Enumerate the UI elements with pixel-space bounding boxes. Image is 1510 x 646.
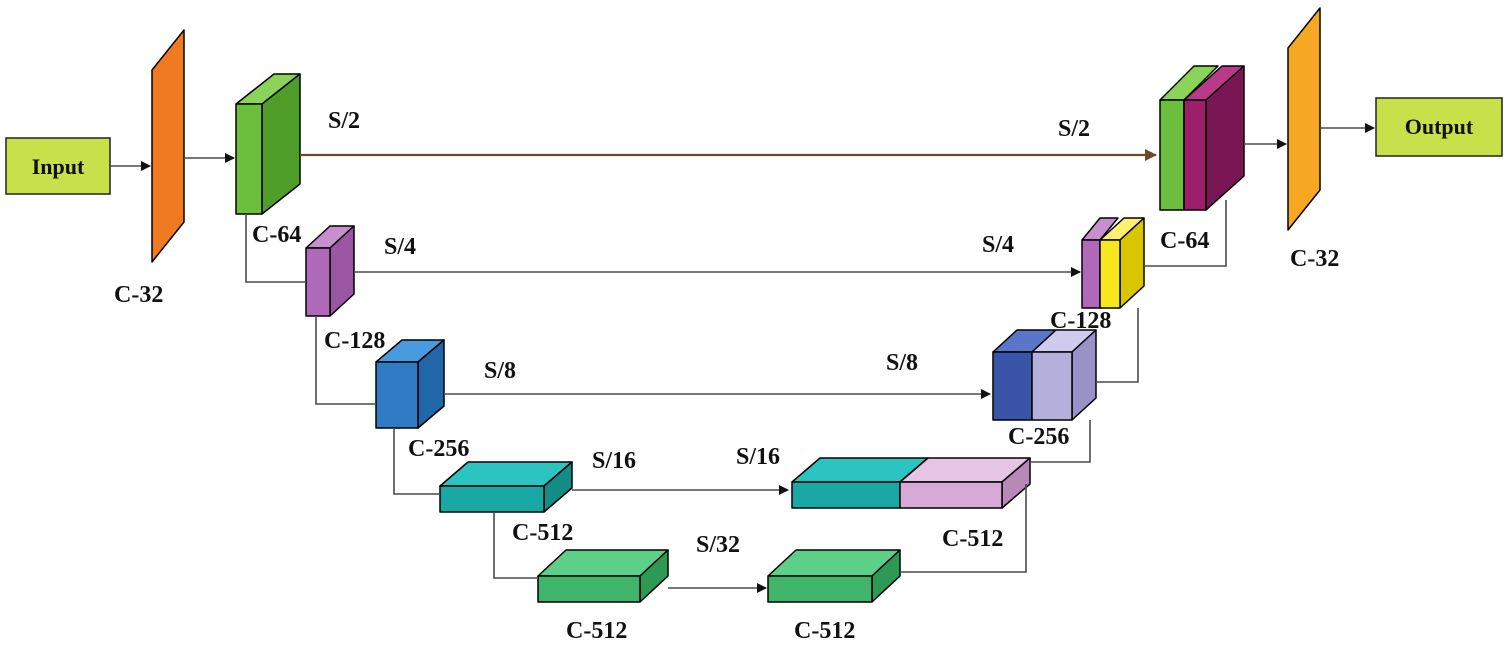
label-s4-left: S/4: [384, 234, 416, 260]
label-s8-right: S/8: [886, 350, 918, 376]
label-dec-c256: C-256: [1008, 424, 1069, 450]
output-box: Output: [1375, 97, 1503, 157]
encoder-c128-block: [305, 225, 355, 317]
label-s8-left: S/8: [484, 358, 516, 384]
skip-connections: [300, 149, 1157, 593]
decoder-c64-block: [1159, 65, 1245, 211]
decoder-c512-block: [791, 457, 1031, 509]
flow-edges: [110, 123, 1375, 171]
label-dec-c512: C-512: [942, 526, 1003, 552]
label-dec-c64: C-64: [1160, 228, 1209, 254]
bottleneck-left-block: [537, 549, 669, 603]
decoder-c128-block: [1081, 217, 1145, 309]
input-label: Input: [32, 154, 85, 179]
label-s2-left: S/2: [328, 108, 360, 134]
label-dec-c128: C-128: [1050, 308, 1111, 334]
upsample-connectors: [900, 200, 1227, 573]
label-enc-c128: C-128: [324, 328, 385, 354]
decoder-c256-block: [992, 329, 1097, 421]
label-s4-right: S/4: [982, 232, 1014, 258]
label-s16-left: S/16: [592, 448, 636, 474]
label-s2-right: S/2: [1058, 116, 1090, 142]
downsample-connectors: [245, 214, 538, 579]
label-enc-c64: C-64: [252, 222, 301, 248]
label-dec-c32: C-32: [1290, 246, 1339, 272]
skip-labels: S/2 S/2 S/4 S/4 S/8 S/8 S/16 S/16 S/32: [328, 108, 1090, 558]
encoder-c64-block: [235, 73, 301, 215]
label-s16-right: S/16: [736, 444, 780, 470]
label-enc-c512: C-512: [512, 520, 573, 546]
label-bottleneck-left: C-512: [566, 618, 627, 644]
encoder-c256-block: [375, 339, 445, 429]
channel-labels: C-32 C-64 C-128 C-256 C-512 C-512 C-512 …: [114, 222, 1339, 644]
decoder-c32-block: [1287, 7, 1321, 231]
label-enc-c256: C-256: [408, 436, 469, 462]
encoder-c32-block: [151, 29, 185, 263]
label-enc-c32: C-32: [114, 282, 163, 308]
bottleneck-right-block: [767, 549, 901, 603]
output-label: Output: [1405, 114, 1474, 139]
encoder-c512-block: [439, 461, 573, 513]
label-s32: S/32: [696, 532, 740, 558]
input-box: Input: [5, 137, 111, 195]
label-bottleneck-right: C-512: [794, 618, 855, 644]
